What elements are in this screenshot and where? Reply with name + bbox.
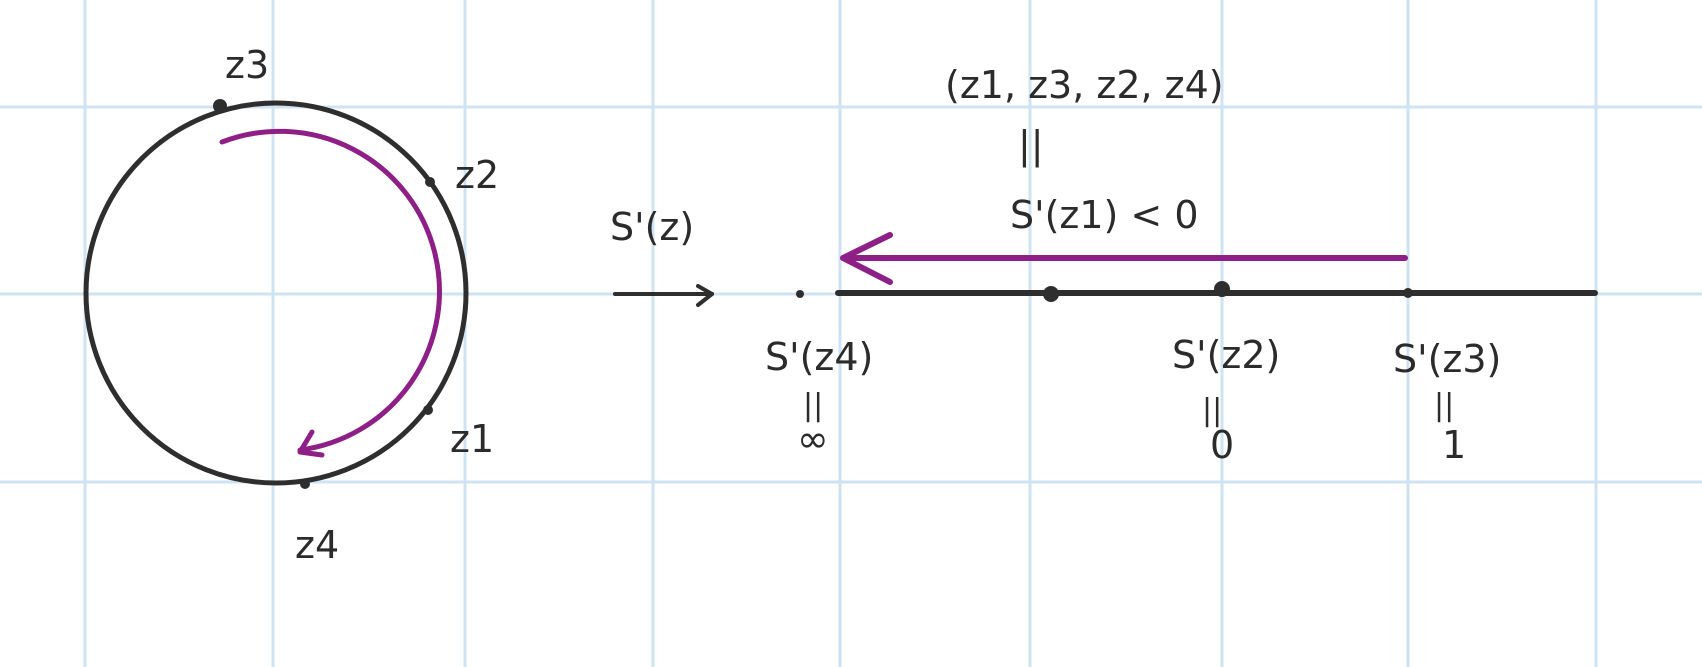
point-z4: [300, 479, 310, 489]
label-s-z2: S'(z2): [1172, 333, 1280, 377]
orientation-arrowhead: [297, 429, 325, 458]
point-z3-image: [1403, 288, 1413, 298]
label-z2: z2: [455, 153, 499, 197]
equals-s-z3: ||: [1434, 388, 1454, 423]
cross-ratio-value: S'(z1) < 0: [1010, 193, 1199, 237]
equals-s-z2: ||: [1202, 393, 1222, 428]
point-at-infinity-dot: [796, 290, 804, 298]
point-z2-image: [1214, 281, 1230, 297]
label-z4: z4: [295, 523, 339, 567]
unit-circle-group: z3 z2 z1 z4: [83, 43, 499, 567]
mapping-group: S'(z): [610, 205, 714, 307]
cross-ratio-equals: ||: [1018, 123, 1044, 168]
point-z2: [425, 177, 435, 187]
label-s-z4: S'(z4): [765, 335, 873, 379]
orientation-arc: [219, 128, 442, 453]
map-arrow-head: [696, 284, 714, 307]
map-label: S'(z): [610, 205, 694, 249]
label-z3: z3: [225, 43, 269, 87]
value-s-z4: ∞: [797, 417, 829, 461]
real-line-group: (z1, z3, z2, z4) || S'(z1) < 0 S'(z4) ||…: [765, 63, 1598, 467]
point-z1-image: [1043, 286, 1059, 302]
point-z3: [213, 99, 227, 113]
label-z1: z1: [450, 417, 494, 461]
point-z1: [423, 405, 433, 415]
label-s-z3: S'(z3): [1393, 337, 1501, 381]
direction-arrow-head: [840, 232, 893, 285]
cross-ratio-tuple: (z1, z3, z2, z4): [945, 63, 1224, 107]
value-s-z2: 0: [1210, 423, 1234, 467]
value-s-z3: 1: [1442, 423, 1466, 467]
circle: [83, 100, 469, 486]
equals-s-z4: ||: [803, 388, 823, 423]
